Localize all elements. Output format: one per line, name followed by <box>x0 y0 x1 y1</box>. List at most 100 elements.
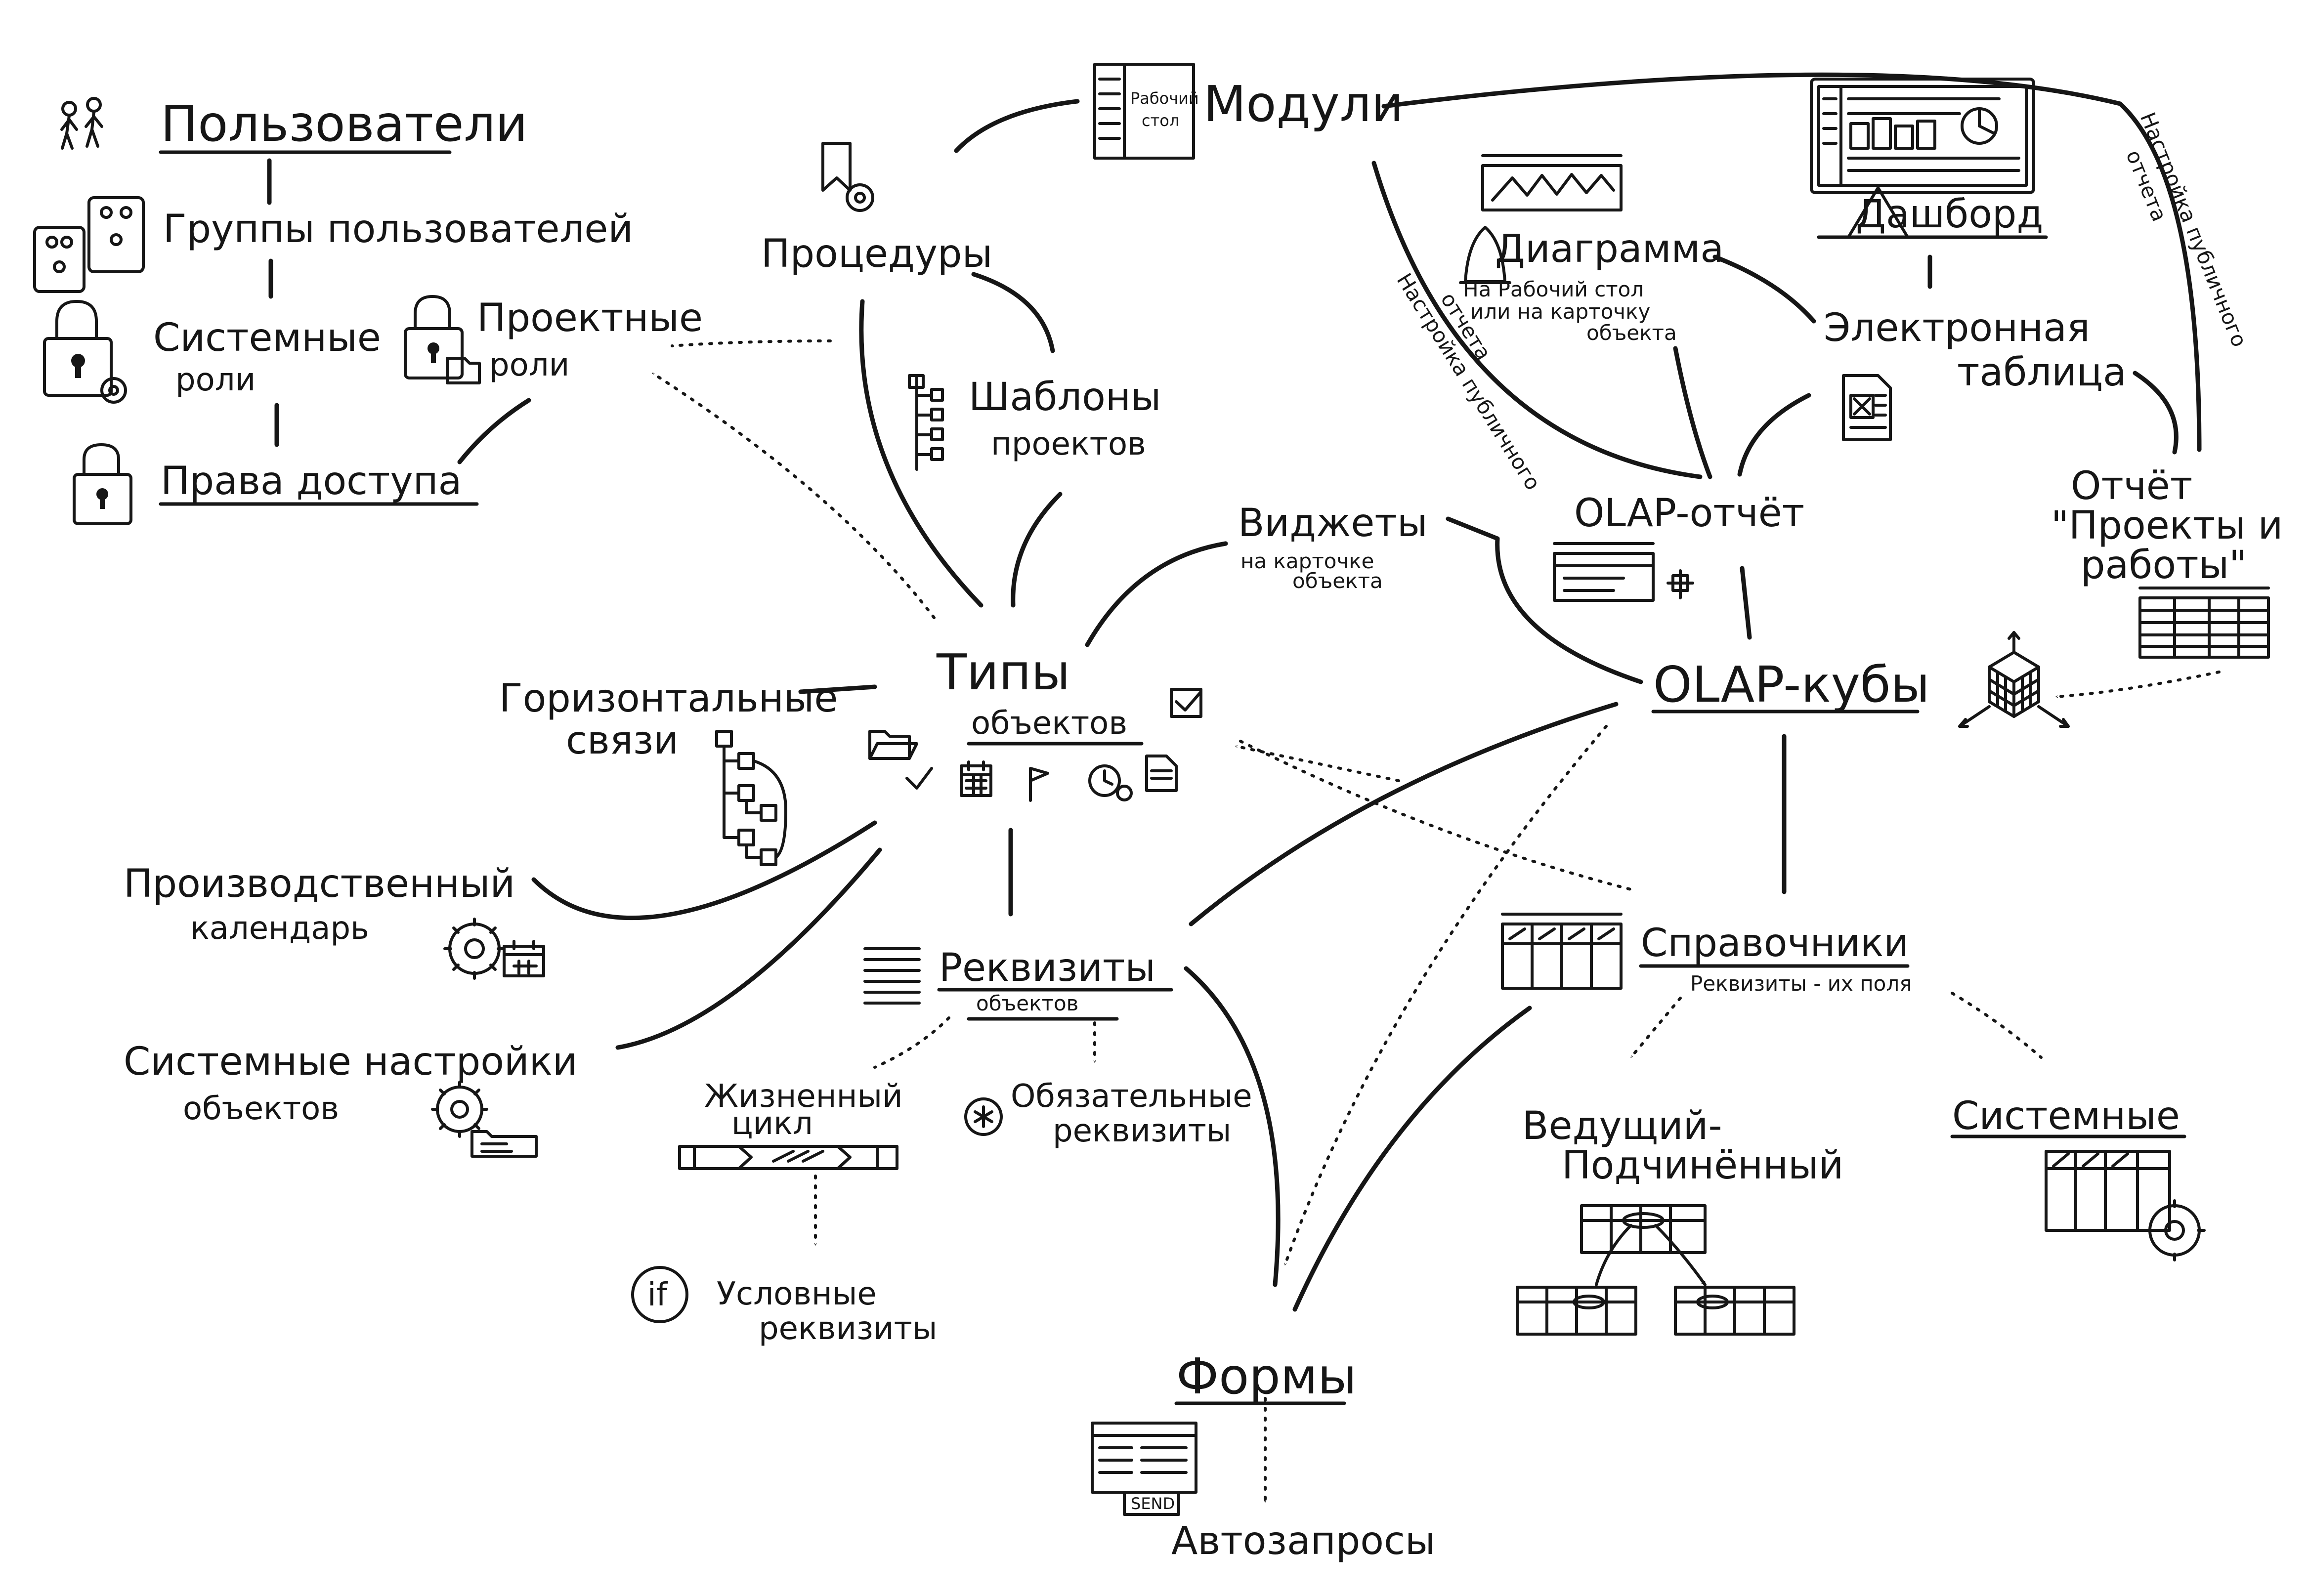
system-roles-label-2: роли <box>175 362 256 398</box>
diagram-bell-icon <box>1459 226 1511 284</box>
master-detail-tables-icon <box>1516 1204 1795 1336</box>
project-roles-label-2: роли <box>489 347 569 383</box>
report-projects-label-2: "Проекты и <box>2051 504 2283 548</box>
left-inputs-group: Горизонтальные связи Производственный ка… <box>124 676 838 1158</box>
arrow-settings-to-types <box>615 847 882 1050</box>
check-icon <box>905 767 933 790</box>
user-icon <box>60 97 103 150</box>
dotted-types-to-project-roles <box>671 339 832 347</box>
procedure-icon <box>821 142 874 212</box>
requisites-label-2: объектов <box>976 991 1078 1015</box>
arrow-report-to-modules <box>1381 72 2202 452</box>
leading-label-1: Ведущий- <box>1522 1104 1722 1148</box>
system-roles-lock-icon <box>43 300 127 404</box>
production-calendar-label-1: Производственный <box>124 862 515 906</box>
object-type-icons <box>868 688 1202 802</box>
arrow-types-to-procedures <box>859 299 983 608</box>
hierarchy-tree-icon <box>715 730 787 866</box>
form-window-icon: SEND <box>1091 1422 1197 1516</box>
widgets-sub-2: объекта <box>1292 569 1383 593</box>
requisites-label-1: Реквизиты <box>939 946 1155 990</box>
system-settings-label-2: объектов <box>183 1091 339 1127</box>
horizontal-links-label-2: связи <box>566 718 679 763</box>
conditional-label-2: реквизиты <box>759 1310 937 1347</box>
directories-sub-label: Реквизиты - их поля <box>1690 971 1912 996</box>
user-groups-label: Группы пользователей <box>163 207 633 252</box>
diagram-label: Диаграмма <box>1495 227 1724 271</box>
object-types-label-2: объектов <box>971 705 1127 742</box>
diagram-sub-2: или на карточку <box>1470 299 1650 324</box>
system-roles-label-1: Системные <box>153 316 381 360</box>
arrow-olap-report-to-modules <box>1371 161 1703 479</box>
arrow-olap-to-widgets <box>1446 516 1643 684</box>
connectors <box>267 72 2221 1504</box>
dotted-directories-to-leading <box>1629 997 1682 1059</box>
dotted-olap-to-forms <box>1283 725 1608 1266</box>
directory-table-icon <box>1501 913 1623 990</box>
group-icon <box>33 196 145 293</box>
users-group: Пользователи Группы пользователей Систем… <box>33 95 703 525</box>
dotted-directories-to-system <box>1951 992 2043 1059</box>
spreadsheet-file-icon <box>1842 374 1892 441</box>
mandatory-label-2: реквизиты <box>1053 1113 1231 1149</box>
document-icon <box>1145 755 1178 792</box>
spreadsheet-label-2: таблица <box>1957 350 2127 395</box>
system-directory-table-icon <box>2045 1150 2206 1261</box>
directories-label: Справочники <box>1641 921 1909 966</box>
project-templates-label-2: проектов <box>991 426 1146 462</box>
spreadsheet-label-1: Электронная <box>1824 306 2090 350</box>
dotted-report-to-olap-cube <box>2054 671 2221 698</box>
template-tree-icon <box>908 374 944 471</box>
object-types-label-1: Типы <box>936 643 1070 701</box>
requisites-group: Реквизиты объектов Жизненный цикл Обязат… <box>631 946 1252 1347</box>
diagram-sub-1: На Рабочий стол <box>1463 277 1644 301</box>
conditional-label-1: Условные <box>717 1276 877 1312</box>
procedures-label: Процедуры <box>761 232 992 276</box>
project-templates-label-1: Шаблоны <box>969 375 1161 420</box>
olap-cube-icon <box>1958 631 2070 728</box>
dashboard-label: Дашборд <box>1856 192 2043 237</box>
settings-gear-doc-icon <box>431 1081 538 1158</box>
mandatory-label-1: Обязательные <box>1011 1078 1252 1115</box>
system-settings-label-1: Системные настройки <box>124 1040 578 1084</box>
if-icon: if <box>631 1266 688 1323</box>
dotted-types-to-project-roles-2 <box>651 372 936 619</box>
report-projects-table-icon <box>2138 587 2270 659</box>
dotted-types-to-directories <box>1239 740 1632 891</box>
widgets-label: Виджеты <box>1238 501 1427 546</box>
flag-icon <box>1029 767 1049 802</box>
send-button-label: SEND <box>1131 1494 1175 1513</box>
directories-group: Справочники Реквизиты - их поля Ведущий-… <box>1501 913 2206 1336</box>
diagram-chart-icon <box>1481 154 1623 211</box>
arrow-procedures-to-modules <box>954 99 1080 153</box>
analytics-group: Диаграмма На Рабочий стол или на карточк… <box>1392 78 2252 494</box>
report-projects-label-1: Отчёт <box>2071 464 2192 508</box>
modules-label: Модули <box>1203 75 1404 133</box>
project-roles-lock-icon <box>404 295 481 384</box>
arrow-directories-left-to-forms <box>1292 1006 1532 1312</box>
users-label: Пользователи <box>161 95 527 153</box>
folder-icon <box>868 730 918 760</box>
report-projects-label-3: работы" <box>2081 543 2247 588</box>
if-icon-label: if <box>647 1277 668 1313</box>
dashboard-screen-icon <box>1810 78 2035 194</box>
olap-report-icon <box>1553 542 1694 602</box>
arrow-widgets-to-types <box>1085 541 1228 647</box>
lines-icon <box>863 947 921 1005</box>
arrow-olap-to-olap-report <box>1740 566 1752 640</box>
arrow-requisites-to-forms <box>1184 966 1281 1287</box>
arrow-types-to-horizontal <box>798 684 877 694</box>
olap-report-label: OLAP-отчёт <box>1574 491 1804 536</box>
widgets-sub-1: на карточке <box>1240 549 1374 573</box>
autorequests-label: Автозапросы <box>1171 1519 1435 1563</box>
olap-group: OLAP-отчёт Виджеты на карточке объекта O… <box>1238 464 2283 728</box>
modules-group: Рабочий стол Модули Процедуры Шаблоны пр… <box>761 63 1404 471</box>
arrow-spreadsheet-to-diagram <box>1712 254 1816 324</box>
leading-label-2: Подчинённый <box>1562 1143 1843 1188</box>
desktop-icon-label-1: Рабочий <box>1130 89 1199 108</box>
forms-group: Формы SEND Автозапросы <box>1091 1347 1435 1563</box>
forms-label: Формы <box>1176 1347 1357 1405</box>
lifecycle-label-1: Жизненный <box>704 1078 903 1115</box>
arrow-templates-to-procedures <box>971 272 1055 353</box>
